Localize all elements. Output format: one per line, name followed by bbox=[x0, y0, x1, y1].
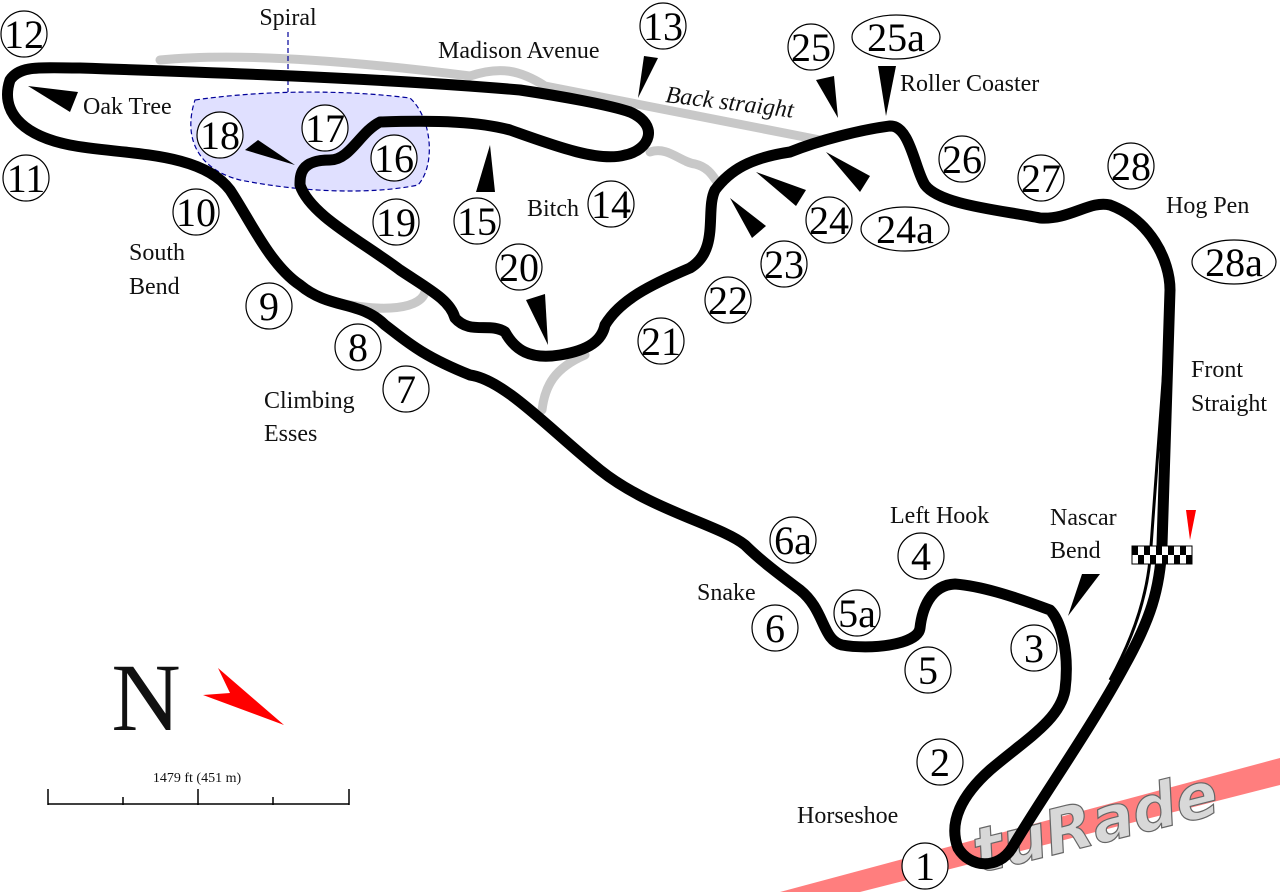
turn-22-marker: 22 bbox=[704, 276, 752, 324]
start-finish-line bbox=[1131, 545, 1193, 565]
turn-25-marker: 25 bbox=[787, 23, 835, 71]
label-madison-avenue: Madison Avenue bbox=[438, 38, 600, 64]
svg-text:25: 25 bbox=[791, 25, 831, 70]
svg-text:1: 1 bbox=[915, 844, 935, 889]
svg-text:22: 22 bbox=[708, 278, 748, 323]
turn-10-marker: 10 bbox=[172, 188, 220, 236]
label-spiral: Spiral bbox=[259, 5, 317, 31]
turn-23-marker: 23 bbox=[760, 240, 808, 288]
turn-28-marker: 28 bbox=[1107, 142, 1155, 190]
turn-27-marker: 27 bbox=[1017, 154, 1065, 202]
label-horseshoe: Horseshoe bbox=[797, 803, 898, 829]
label-climbing-esses-line1: Climbing bbox=[264, 388, 355, 414]
turn-25a-marker: 25a bbox=[851, 14, 941, 60]
svg-text:6: 6 bbox=[765, 606, 785, 651]
turn-28a-marker: 28a bbox=[1191, 239, 1277, 285]
turn-17-marker: 17 bbox=[301, 104, 349, 152]
label-front-straight-line1: Front bbox=[1191, 357, 1243, 383]
svg-text:23: 23 bbox=[764, 242, 804, 287]
svg-text:17: 17 bbox=[305, 106, 345, 151]
turn-24a-marker: 24a bbox=[860, 206, 950, 252]
pit-lane bbox=[1108, 339, 1168, 681]
svg-text:3: 3 bbox=[1024, 626, 1044, 671]
svg-text:13: 13 bbox=[643, 4, 683, 49]
svg-text:20: 20 bbox=[499, 245, 539, 290]
svg-text:4: 4 bbox=[911, 534, 931, 579]
svg-text:19: 19 bbox=[376, 200, 416, 245]
turn-6a-marker: 6a bbox=[769, 516, 817, 564]
svg-text:8: 8 bbox=[348, 325, 368, 370]
watermark-text: tuRade bbox=[965, 757, 1225, 888]
compass-letter: N bbox=[111, 644, 180, 751]
svg-text:6a: 6a bbox=[774, 518, 812, 563]
turn-8-marker: 8 bbox=[334, 323, 382, 371]
svg-text:18: 18 bbox=[200, 113, 240, 158]
turn-14-marker: 14 bbox=[587, 180, 635, 228]
scale-label: 1479 ft (451 m) bbox=[153, 771, 242, 786]
turn-6-marker: 6 bbox=[751, 604, 799, 652]
turn-24-marker: 24 bbox=[805, 196, 853, 244]
svg-text:16: 16 bbox=[374, 136, 414, 181]
label-front-straight-line2: Straight bbox=[1191, 391, 1267, 417]
turn-26-marker: 26 bbox=[938, 135, 986, 183]
label-climbing-esses-line2: Esses bbox=[264, 421, 317, 447]
turn-2-marker: 2 bbox=[916, 738, 964, 786]
turn-4-marker: 4 bbox=[897, 532, 945, 580]
turn-20-marker: 20 bbox=[495, 243, 543, 291]
label-snake: Snake bbox=[697, 580, 756, 606]
turn-3-marker: 3 bbox=[1010, 624, 1058, 672]
svg-text:24a: 24a bbox=[876, 207, 934, 252]
svg-text:5a: 5a bbox=[838, 591, 876, 636]
svg-text:21: 21 bbox=[641, 319, 681, 364]
turn-18-marker: 18 bbox=[196, 111, 244, 159]
svg-text:25a: 25a bbox=[867, 15, 925, 60]
svg-text:5: 5 bbox=[918, 648, 938, 693]
label-nascar-bend-line2: Bend bbox=[1050, 538, 1101, 564]
turn-13-marker: 13 bbox=[639, 2, 687, 50]
svg-text:9: 9 bbox=[259, 284, 279, 329]
svg-text:11: 11 bbox=[7, 156, 46, 201]
direction-marker bbox=[1186, 510, 1196, 540]
turn-9-marker: 9 bbox=[245, 282, 293, 330]
label-south-bend-line2: Bend bbox=[129, 274, 180, 300]
svg-text:27: 27 bbox=[1021, 156, 1061, 201]
label-hog-pen: Hog Pen bbox=[1166, 193, 1249, 219]
label-bitch: Bitch bbox=[527, 196, 579, 222]
label-nascar-bend-line1: Nascar bbox=[1050, 505, 1117, 531]
svg-text:24: 24 bbox=[809, 198, 849, 243]
turn-15-marker: 15 bbox=[453, 197, 501, 245]
label-south-bend-line1: South bbox=[129, 240, 185, 266]
turn-7-marker: 7 bbox=[382, 365, 430, 413]
turn-21-marker: 21 bbox=[637, 317, 685, 365]
turn-1-marker: 1 bbox=[901, 842, 949, 890]
track bbox=[2, 62, 1176, 870]
label-left-hook: Left Hook bbox=[890, 503, 989, 529]
svg-text:26: 26 bbox=[942, 137, 982, 182]
turn-16-marker: 16 bbox=[370, 134, 418, 182]
svg-text:28: 28 bbox=[1111, 144, 1151, 189]
turn-5a-marker: 5a bbox=[833, 589, 881, 637]
turn-11-marker: 11 bbox=[2, 154, 50, 202]
svg-text:10: 10 bbox=[176, 190, 216, 235]
svg-text:28a: 28a bbox=[1205, 240, 1263, 285]
svg-text:15: 15 bbox=[457, 199, 497, 244]
turn-5-marker: 5 bbox=[904, 646, 952, 694]
turn-12-marker: 12 bbox=[0, 10, 48, 58]
scale-bar: 1479 ft (451 m) bbox=[47, 771, 350, 805]
north-arrow-icon bbox=[203, 668, 284, 725]
label-oak-tree: Oak Tree bbox=[83, 94, 172, 120]
turn-19-marker: 19 bbox=[372, 198, 420, 246]
turn-pointers bbox=[28, 56, 1100, 616]
svg-text:7: 7 bbox=[396, 367, 416, 412]
svg-text:14: 14 bbox=[591, 182, 631, 227]
label-roller-coaster: Roller Coaster bbox=[900, 71, 1039, 97]
compass: N bbox=[111, 644, 284, 751]
svg-text:2: 2 bbox=[930, 740, 950, 785]
svg-text:12: 12 bbox=[4, 12, 44, 57]
